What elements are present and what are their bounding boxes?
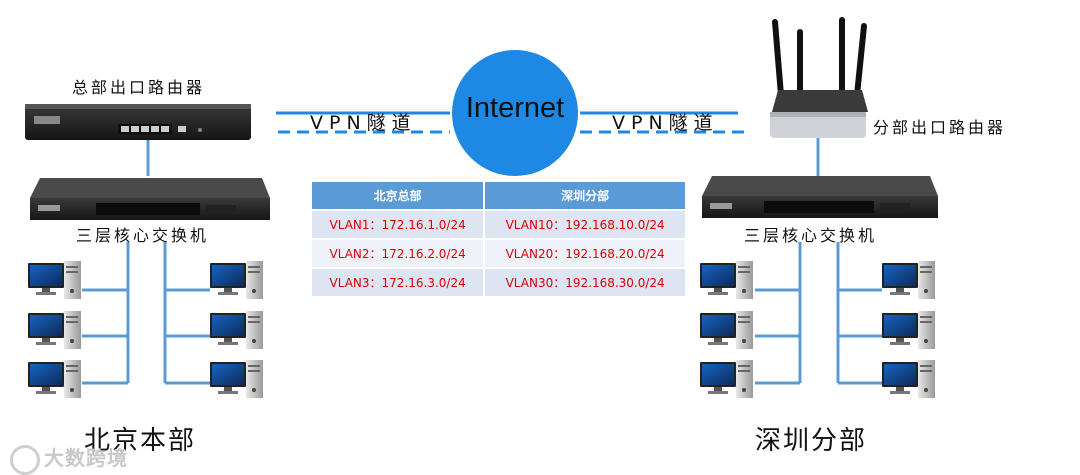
vlan-cell: VLAN3：172.16.3.0/24 (312, 269, 484, 296)
vlan-cell: VLAN2：172.16.2.0/24 (312, 240, 484, 267)
watermark-logo-icon (10, 444, 40, 475)
vlan-cell: VLAN10：192.168.10.0/24 (485, 211, 685, 238)
vlan-table: 北京总部 深圳分部 VLAN1：172.16.1.0/24 VLAN10：192… (310, 180, 687, 298)
branch-access-links (755, 242, 882, 385)
vlan-cell: VLAN20：192.168.20.0/24 (485, 240, 685, 267)
desktop-computer-icon (882, 311, 935, 349)
desktop-computer-icon (28, 261, 81, 299)
hq-router-label: 总部出口路由器 (72, 78, 206, 97)
vpn-tunnel-lines (276, 111, 745, 134)
desktop-computer-icon (882, 261, 935, 299)
vlan-header-hq: 北京总部 (312, 182, 484, 209)
table-row: VLAN2：172.16.2.0/24 VLAN20：192.168.20.0/… (312, 240, 685, 267)
hq-switch-icon (30, 178, 270, 220)
desktop-computer-icon (210, 360, 263, 398)
vlan-cell: VLAN30：192.168.30.0/24 (485, 269, 685, 296)
branch-router-label: 分部出口路由器 (873, 118, 1007, 137)
hq-switch-label: 三层核心交换机 (76, 226, 210, 245)
desktop-computer-icon (882, 360, 935, 398)
hq-site-label: 北京本部 (84, 426, 197, 456)
internet-label: Internet (465, 92, 565, 124)
vpn-tunnel-label-right: VPN隧道 (612, 112, 719, 134)
hq-pcs (28, 261, 263, 398)
branch-site-label: 深圳分部 (755, 426, 868, 456)
desktop-computer-icon (210, 311, 263, 349)
desktop-computer-icon (28, 311, 81, 349)
watermark: 大数跨境 (10, 442, 128, 475)
vpn-tunnel-label-left: VPN隧道 (310, 112, 417, 134)
desktop-computer-icon (700, 261, 753, 299)
table-row: VLAN1：172.16.1.0/24 VLAN10：192.168.10.0/… (312, 211, 685, 238)
hq-router-icon (25, 104, 251, 140)
desktop-computer-icon (28, 360, 81, 398)
desktop-computer-icon (700, 360, 753, 398)
branch-switch-label: 三层核心交换机 (744, 226, 878, 245)
vlan-header-branch: 深圳分部 (485, 182, 685, 209)
branch-switch-icon (702, 176, 938, 218)
watermark-text: 大数跨境 (44, 446, 128, 470)
internet-cloud-icon (452, 50, 578, 176)
hq-access-links (82, 242, 210, 385)
desktop-computer-icon (700, 311, 753, 349)
branch-router-icon (770, 17, 868, 138)
desktop-computer-icon (210, 261, 263, 299)
vlan-table-header: 北京总部 深圳分部 (312, 182, 685, 209)
branch-pcs (700, 261, 935, 398)
vlan-cell: VLAN1：172.16.1.0/24 (312, 211, 484, 238)
table-row: VLAN3：172.16.3.0/24 VLAN30：192.168.30.0/… (312, 269, 685, 296)
